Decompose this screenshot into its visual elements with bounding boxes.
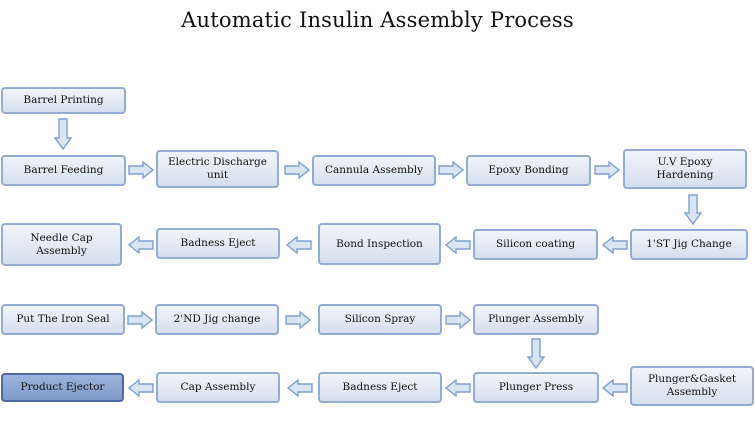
step-epoxy-bonding: Epoxy Bonding — [466, 155, 591, 186]
arrow-left — [128, 379, 154, 397]
arrow-down — [527, 338, 545, 369]
step-put-iron-seal: Put The Iron Seal — [1, 304, 125, 335]
arrow-left — [128, 236, 154, 254]
step-first-jig-change: 1'ST Jig Change — [630, 229, 748, 260]
diagram-title: Automatic Insulin Assembly Process — [181, 8, 574, 32]
arrow-left — [602, 379, 628, 397]
step-second-jig-change: 2'ND Jig change — [155, 304, 279, 335]
step-silicon-coating: Silicon coating — [473, 229, 598, 260]
arrow-left — [445, 236, 471, 254]
arrow-down — [684, 194, 702, 225]
step-plunger-press: Plunger Press — [473, 372, 599, 403]
step-badness-eject-1: Badness Eject — [156, 228, 280, 259]
arrow-left — [602, 236, 628, 254]
step-product-ejector: Product Ejector — [1, 373, 124, 402]
arrow-right — [284, 161, 310, 179]
step-barrel-printing: Barrel Printing — [1, 87, 126, 114]
step-needle-cap-assembly: Needle Cap Assembly — [1, 223, 122, 266]
arrow-left — [445, 379, 471, 397]
step-cannula-assembly: Cannula Assembly — [312, 155, 436, 186]
step-bond-inspection: Bond Inspection — [318, 223, 441, 265]
arrow-right — [445, 311, 471, 329]
step-plunger-gasket-assembly: Plunger&Gasket Assembly — [630, 366, 754, 406]
step-plunger-assembly: Plunger Assembly — [473, 304, 599, 335]
step-badness-eject-2: Badness Eject — [318, 372, 442, 403]
step-uv-epoxy-hardening: U.V Epoxy Hardening — [623, 149, 747, 189]
arrow-right — [594, 161, 620, 179]
arrow-left — [287, 379, 313, 397]
arrow-left — [286, 236, 312, 254]
step-electric-discharge-unit: Electric Discharge unit — [156, 150, 279, 188]
step-barrel-feeding: Barrel Feeding — [1, 155, 126, 186]
arrow-right — [127, 311, 153, 329]
step-cap-assembly: Cap Assembly — [156, 372, 280, 403]
arrow-right — [128, 161, 154, 179]
step-silicon-spray: Silicon Spray — [318, 304, 442, 335]
arrow-right — [285, 311, 311, 329]
arrow-down — [54, 118, 72, 150]
arrow-right — [438, 161, 464, 179]
